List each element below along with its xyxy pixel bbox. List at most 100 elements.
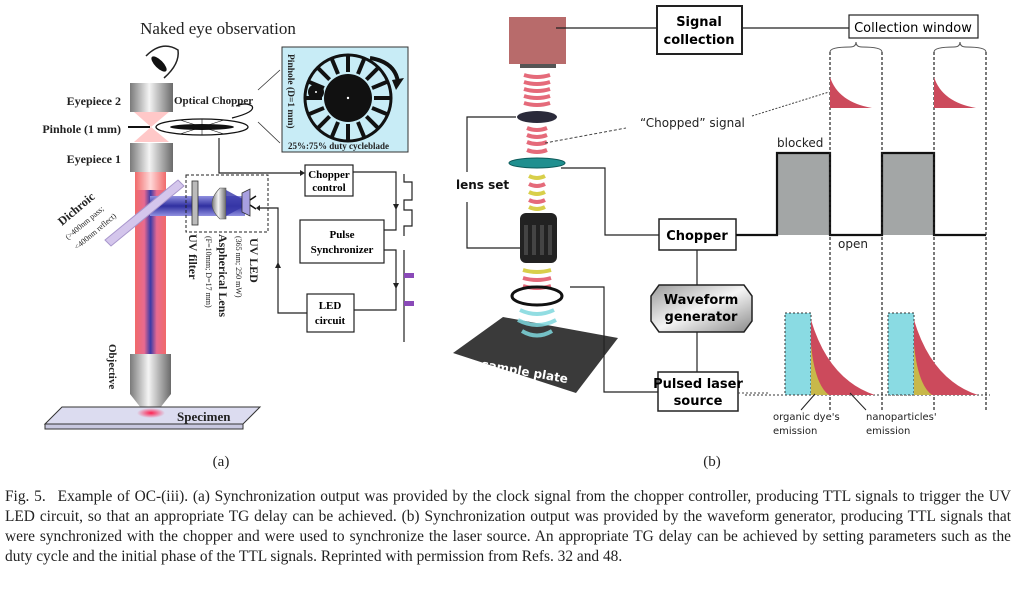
naked-eye-title: Naked eye observation [140, 19, 296, 38]
chopper-control-box [304, 164, 354, 197]
aspherical-lens [211, 187, 227, 220]
excitation-pulse [887, 312, 915, 396]
beam-arc [522, 276, 552, 282]
dye-label-1: organic dye's [773, 412, 840, 423]
chopper-inset: Pinhole (D=1 mm) 25%:75% duty cycleblade [281, 46, 409, 153]
uv-led [241, 188, 251, 217]
beam-arc [523, 73, 551, 79]
pulse-sync-label-1: Pulse [329, 229, 354, 241]
panel-b: sample plate lens set “Chopped” signal S… [453, 5, 990, 470]
inset-pinhole-label: Pinhole (D=1 mm) [285, 54, 296, 129]
emission-decays [745, 77, 990, 396]
waveform-label-1: Waveform [664, 293, 738, 308]
beam-arc [528, 205, 546, 211]
collection-windows [829, 41, 987, 410]
eye-icon [145, 45, 179, 79]
beam-arc [528, 198, 546, 204]
aspherical-spec: (F=10mm; D=17 mm) [204, 236, 213, 308]
wiring-b [466, 27, 849, 393]
nanoparticle-emission [811, 320, 875, 395]
chopped-beam-arcs [522, 73, 552, 290]
blocked-period [882, 153, 934, 235]
chopper-spoke [316, 114, 332, 130]
uv-filter-label: UV filter [186, 234, 200, 280]
beam-arc [526, 133, 548, 139]
chopper-spoke [371, 106, 388, 116]
specimen-label: Specimen [177, 409, 231, 424]
uv-filter [191, 180, 199, 226]
beam-arc [528, 174, 546, 180]
optical-chopper-disk [155, 103, 254, 136]
pinhole-label: Pinhole (1 mm) [42, 122, 121, 136]
caption-label: Fig. 5. [5, 488, 46, 505]
dichroic-mirror [104, 179, 185, 247]
chopper-spoke [371, 80, 388, 90]
chopper-control-label-1: Chopper [308, 169, 350, 181]
uv-led-spec: (365 nm; 250 mW) [234, 236, 243, 298]
inset-duty-label: 25%:75% duty cycleblade [288, 141, 389, 151]
led-circuit-label-1: LED [319, 300, 342, 312]
objective-label: Objective [106, 344, 118, 389]
nano-label-1: nanoparticles' [866, 412, 937, 423]
chopper-waveform [736, 151, 986, 237]
collection-window-label: Collection window [854, 21, 972, 36]
caption-text: Example of OC-(iii). (a) Synchronization… [5, 488, 1011, 565]
uv-led-label: UV LED [247, 238, 261, 283]
dye-emission [811, 345, 829, 395]
chopper-wheel [508, 157, 566, 169]
emission-arcs [517, 308, 557, 338]
wiring-a [218, 138, 413, 342]
chopper-control-label-2: control [312, 182, 345, 194]
led-circuit-box [306, 293, 355, 333]
excitation-pulse [784, 312, 812, 396]
beam-arc [523, 80, 551, 86]
beam-arc [526, 148, 548, 154]
square-wave-line [736, 151, 986, 237]
sample-plate [453, 317, 618, 393]
aspherical-lens-label: Aspherical Lens [216, 234, 230, 317]
blocked-label: blocked [777, 136, 823, 150]
collection-window-box [848, 14, 979, 39]
chopper-spoke [330, 121, 340, 138]
beam-arc [526, 126, 548, 132]
ttl-pulse-2 [404, 301, 414, 306]
pulsed-label-2: source [674, 394, 723, 409]
panel-a: Naked eye observation Eyepiece 2 Pinhole… [42, 19, 414, 470]
beam-arc [523, 101, 551, 107]
objective [130, 354, 171, 394]
signal-collection-label-2: collection [664, 33, 735, 48]
beam-arc [523, 87, 551, 93]
open-label: open [838, 237, 868, 251]
figure-caption: Fig. 5.Example of OC-(iii). (a) Synchron… [5, 487, 1011, 567]
eyepiece-1-label: Eyepiece 1 [67, 152, 121, 166]
nano-label-2: emission [866, 426, 910, 437]
eyepiece-2-label: Eyepiece 2 [67, 94, 121, 108]
optical-chopper-label: Optical Chopper [174, 95, 253, 107]
lens-set-label: lens set [456, 178, 509, 192]
signal-collection-box [656, 5, 743, 55]
chopper-spoke [364, 66, 380, 82]
panel-a-label: (a) [213, 454, 230, 470]
dye-label-2: emission [773, 426, 817, 437]
ring-light [510, 285, 564, 307]
led-circuit-label-2: circuit [315, 315, 346, 327]
beam-arc [523, 94, 551, 100]
chopped-signal-label: “Chopped” signal [640, 116, 745, 130]
pulsed-laser-box [657, 371, 739, 412]
blocked-period [777, 153, 830, 235]
dye-emission [914, 345, 932, 395]
chopped-signal-decay [830, 77, 872, 108]
chopper-spoke [364, 114, 380, 130]
pulse-sync-label-2: Synchronizer [311, 244, 374, 256]
chopper-spoke [316, 66, 332, 82]
beam-arc [528, 182, 546, 188]
eyepiece-2 [130, 83, 173, 112]
window-brace [933, 41, 987, 53]
waveform-label-2: generator [665, 310, 739, 325]
detector-cube [509, 17, 566, 68]
ttl-pulse-1 [404, 273, 414, 278]
beam-arc [526, 140, 548, 146]
pulse-synchronizer-box [299, 219, 385, 264]
panel-b-label: (b) [703, 454, 721, 470]
